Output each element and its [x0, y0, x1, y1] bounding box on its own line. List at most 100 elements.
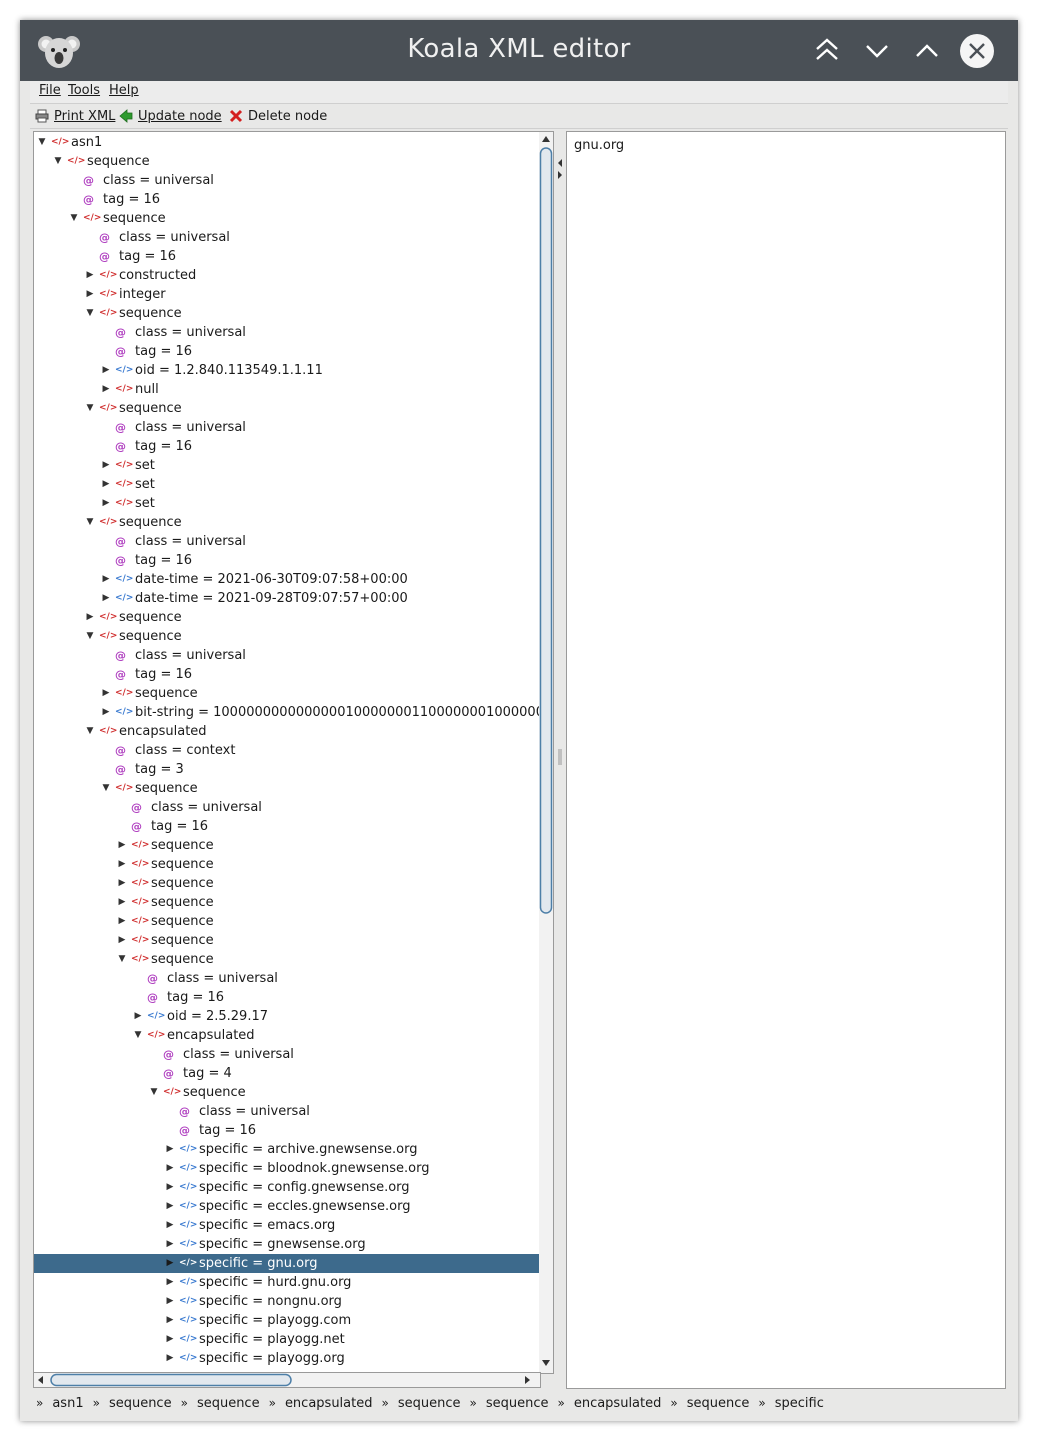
expanded-arrow-icon[interactable]: ▼: [70, 213, 78, 223]
tree-node[interactable]: ▶</>specific = archive.gnewsense.org: [34, 1140, 540, 1159]
tree-vertical-scrollbar[interactable]: [539, 131, 554, 1374]
collapsed-arrow-icon[interactable]: ▶: [102, 384, 110, 394]
tree-node[interactable]: ▼</>sequence: [34, 950, 540, 969]
tree-node[interactable]: @tag = 16: [34, 551, 540, 570]
tree-node[interactable]: @tag = 3: [34, 760, 540, 779]
tree-node[interactable]: ▶</>specific = playogg.org: [34, 1349, 540, 1368]
collapsed-arrow-icon[interactable]: ▶: [102, 593, 110, 603]
tree-node[interactable]: ▶</>specific = playogg.com: [34, 1311, 540, 1330]
tree-node[interactable]: ▶</>specific = gnu.org: [34, 1254, 540, 1273]
expanded-arrow-icon[interactable]: ▼: [86, 726, 94, 736]
tree-node[interactable]: ▼</>encapsulated: [34, 1026, 540, 1045]
collapsed-arrow-icon[interactable]: ▶: [102, 574, 110, 584]
tree-node[interactable]: ▶</>specific = bloodnok.gnewsense.org: [34, 1159, 540, 1178]
node-text-editor[interactable]: gnu.org: [566, 131, 1006, 1389]
expanded-arrow-icon[interactable]: ▼: [38, 137, 46, 147]
tree-node[interactable]: @tag = 4: [34, 1064, 540, 1083]
tree-node[interactable]: @class = universal: [34, 1102, 540, 1121]
tree-node[interactable]: ▶</>sequence: [34, 855, 540, 874]
breadcrumb-item[interactable]: encapsulated: [573, 1396, 662, 1411]
tree-node[interactable]: ▶</>oid = 1.2.840.113549.1.1.11: [34, 361, 540, 380]
expanded-arrow-icon[interactable]: ▼: [54, 156, 62, 166]
tree-node[interactable]: ▼</>sequence: [34, 1083, 540, 1102]
tree-node[interactable]: @class = universal: [34, 323, 540, 342]
collapsed-arrow-icon[interactable]: ▶: [166, 1334, 174, 1344]
tree-node[interactable]: ▼</>encapsulated: [34, 722, 540, 741]
expanded-arrow-icon[interactable]: ▼: [86, 517, 94, 527]
keep-above-button[interactable]: [809, 33, 845, 69]
title-bar[interactable]: Koala XML editor: [20, 20, 1018, 81]
tree-node[interactable]: ▶</>sequence: [34, 874, 540, 893]
tree-node[interactable]: ▶</>specific = emacs.org: [34, 1216, 540, 1235]
expanded-arrow-icon[interactable]: ▼: [134, 1030, 142, 1040]
node-text-content[interactable]: gnu.org: [574, 138, 625, 153]
tree-node[interactable]: ▶</>date-time = 2021-09-28T09:07:57+00:0…: [34, 589, 540, 608]
tree-node[interactable]: ▼</>sequence: [34, 627, 540, 646]
collapsed-arrow-icon[interactable]: ▶: [166, 1353, 174, 1363]
tree-node[interactable]: @class = universal: [34, 969, 540, 988]
expanded-arrow-icon[interactable]: ▼: [86, 403, 94, 413]
tree-node[interactable]: @tag = 16: [34, 665, 540, 684]
tree-node[interactable]: @class = universal: [34, 171, 540, 190]
collapsed-arrow-icon[interactable]: ▶: [102, 365, 110, 375]
tree-node[interactable]: ▶</>specific = hurd.gnu.org: [34, 1273, 540, 1292]
tree-node[interactable]: ▶</>set: [34, 494, 540, 513]
breadcrumb-item[interactable]: sequence: [485, 1396, 549, 1411]
collapsed-arrow-icon[interactable]: ▶: [118, 859, 126, 869]
collapsed-arrow-icon[interactable]: ▶: [102, 707, 110, 717]
tree-node[interactable]: ▶</>specific = nongnu.org: [34, 1292, 540, 1311]
tree-node[interactable]: ▶</>set: [34, 475, 540, 494]
breadcrumb-item[interactable]: specific: [774, 1396, 824, 1411]
breadcrumb-item[interactable]: sequence: [686, 1396, 750, 1411]
tree-node[interactable]: ▶</>bit-string = 10000000000000001000000…: [34, 703, 540, 722]
tree-node[interactable]: ▶</>constructed: [34, 266, 540, 285]
tree-node[interactable]: @tag = 16: [34, 342, 540, 361]
expanded-arrow-icon[interactable]: ▼: [86, 308, 94, 318]
collapsed-arrow-icon[interactable]: ▶: [166, 1201, 174, 1211]
collapsed-arrow-icon[interactable]: ▶: [134, 1011, 142, 1021]
tree-node[interactable]: ▶</>specific = playogg.net: [34, 1330, 540, 1349]
collapsed-arrow-icon[interactable]: ▶: [86, 612, 94, 622]
print-xml-button[interactable]: Print XML: [35, 107, 115, 125]
tree-node[interactable]: @class = universal: [34, 1045, 540, 1064]
tree-node[interactable]: ▶</>specific = gnewsense.org: [34, 1235, 540, 1254]
tree-node[interactable]: ▶</>sequence: [34, 912, 540, 931]
pane-splitter[interactable]: [555, 131, 565, 1387]
tree-node[interactable]: @class = universal: [34, 532, 540, 551]
tree-node[interactable]: ▼</>asn1: [34, 133, 540, 152]
delete-node-button[interactable]: Delete node: [229, 107, 327, 125]
tree-node[interactable]: ▼</>sequence: [34, 304, 540, 323]
collapsed-arrow-icon[interactable]: ▶: [166, 1258, 174, 1268]
breadcrumb-item[interactable]: encapsulated: [284, 1396, 373, 1411]
expanded-arrow-icon[interactable]: ▼: [150, 1087, 158, 1097]
breadcrumb-item[interactable]: sequence: [108, 1396, 172, 1411]
collapsed-arrow-icon[interactable]: ▶: [118, 935, 126, 945]
expanded-arrow-icon[interactable]: ▼: [86, 631, 94, 641]
tree-node[interactable]: @class = universal: [34, 798, 540, 817]
collapsed-arrow-icon[interactable]: ▶: [102, 498, 110, 508]
tree-node[interactable]: ▼</>sequence: [34, 152, 540, 171]
tree-node[interactable]: @tag = 16: [34, 247, 540, 266]
collapsed-arrow-icon[interactable]: ▶: [166, 1296, 174, 1306]
expanded-arrow-icon[interactable]: ▼: [118, 954, 126, 964]
tree-node[interactable]: ▶</>specific = config.gnewsense.org: [34, 1178, 540, 1197]
tree-node[interactable]: ▶</>sequence: [34, 931, 540, 950]
tree-node[interactable]: ▼</>sequence: [34, 399, 540, 418]
xml-tree-view[interactable]: ▼</>asn1▼</>sequence@class = universal@t…: [33, 131, 541, 1374]
tree-horizontal-scrollbar[interactable]: [33, 1372, 541, 1388]
tree-node[interactable]: @tag = 16: [34, 437, 540, 456]
menu-tools[interactable]: Tools: [68, 83, 100, 98]
close-button[interactable]: [959, 33, 995, 69]
tree-node[interactable]: ▼</>sequence: [34, 779, 540, 798]
tree-node[interactable]: ▶</>oid = 2.5.29.17: [34, 1007, 540, 1026]
collapsed-arrow-icon[interactable]: ▶: [166, 1163, 174, 1173]
tree-node[interactable]: ▶</>specific = eccles.gnewsense.org: [34, 1197, 540, 1216]
tree-node[interactable]: ▶</>sequence: [34, 836, 540, 855]
menu-file[interactable]: File: [39, 83, 61, 98]
collapsed-arrow-icon[interactable]: ▶: [102, 688, 110, 698]
minimize-button[interactable]: [859, 33, 895, 69]
collapsed-arrow-icon[interactable]: ▶: [118, 840, 126, 850]
collapsed-arrow-icon[interactable]: ▶: [86, 270, 94, 280]
collapsed-arrow-icon[interactable]: ▶: [118, 916, 126, 926]
collapsed-arrow-icon[interactable]: ▶: [166, 1144, 174, 1154]
